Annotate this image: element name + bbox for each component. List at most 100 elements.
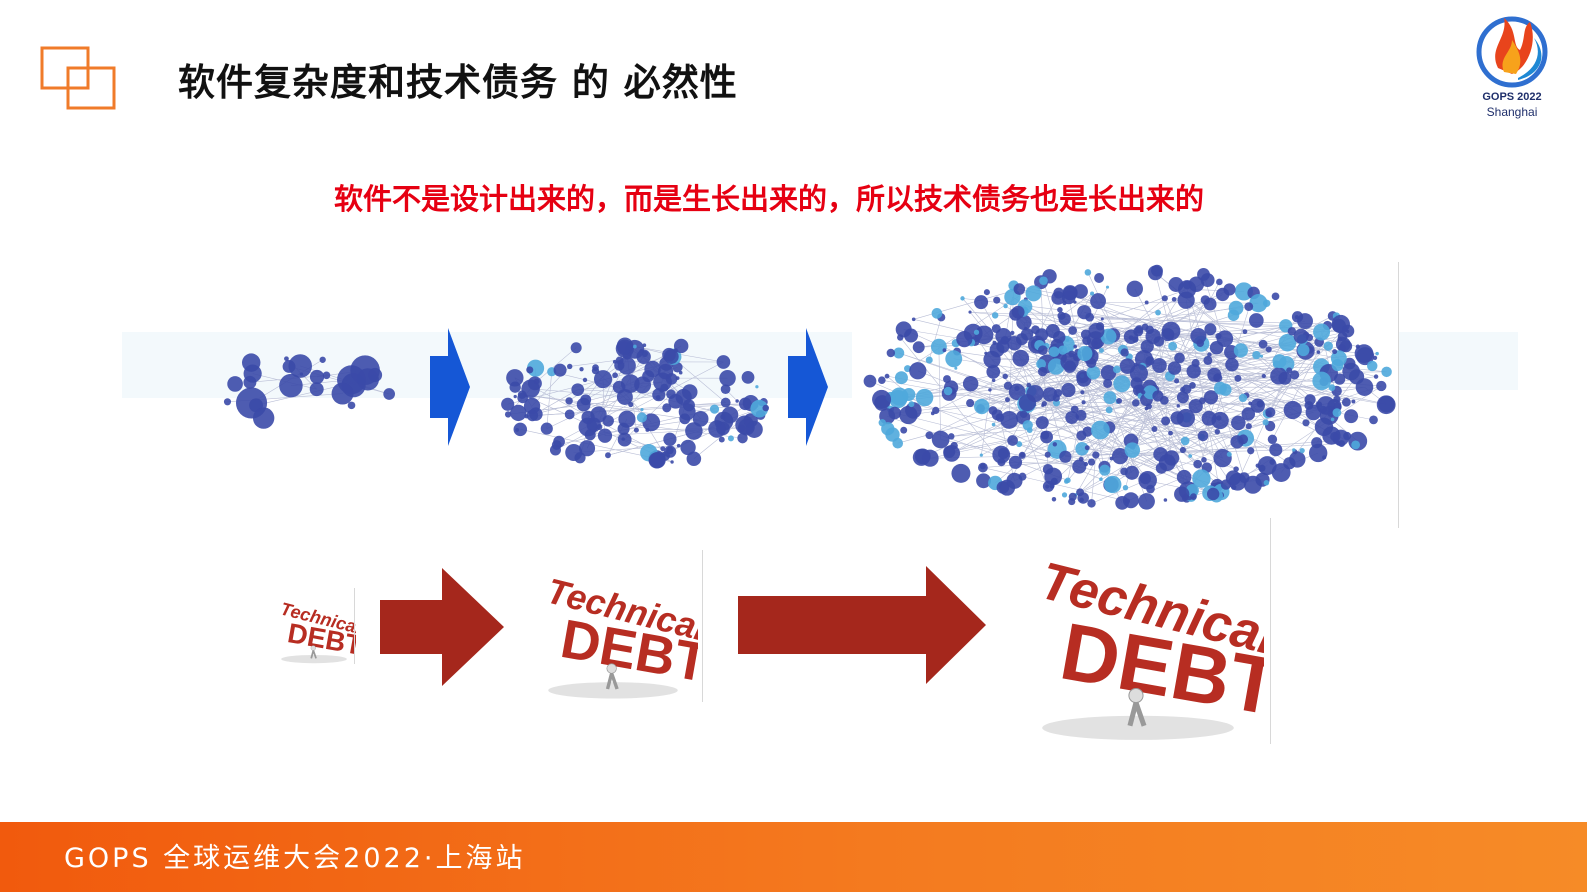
network-node — [943, 386, 953, 396]
network-node — [665, 373, 678, 385]
divider-line — [702, 550, 703, 702]
network-node — [1265, 407, 1276, 418]
technical-debt-image-small: Technical DEBT — [272, 590, 356, 666]
network-node — [284, 356, 289, 362]
network-node — [1010, 330, 1015, 335]
network-node — [597, 428, 613, 443]
network-node — [1044, 451, 1051, 458]
network-node — [510, 404, 527, 422]
network-node — [682, 384, 698, 400]
network-node — [900, 426, 908, 434]
network-node — [1168, 341, 1178, 351]
network-edge — [938, 346, 941, 440]
network-node — [1200, 295, 1210, 305]
network-node — [685, 422, 703, 440]
network-node — [663, 349, 679, 364]
network-node — [1271, 463, 1291, 482]
network-node — [540, 422, 553, 435]
network-node — [1134, 349, 1154, 369]
network-node — [995, 413, 1005, 422]
network-node — [673, 338, 689, 354]
network-node — [1373, 374, 1379, 379]
network-node — [288, 354, 312, 378]
network-node — [735, 399, 739, 403]
brand-year-label: GOPS 2022 — [1482, 91, 1542, 103]
network-node — [1019, 452, 1025, 458]
network-node — [1068, 326, 1077, 335]
network-node — [1090, 420, 1110, 440]
network-node — [1109, 456, 1114, 461]
network-node — [915, 388, 934, 407]
network-node — [881, 422, 895, 436]
network-node — [1084, 445, 1090, 451]
network-edge — [607, 414, 761, 456]
network-node — [1113, 365, 1121, 374]
network-node — [1174, 378, 1180, 384]
network-node — [579, 367, 584, 372]
network-node — [1145, 325, 1154, 334]
footer-bar — [0, 822, 1587, 892]
network-node — [1061, 492, 1068, 498]
network-node — [1167, 361, 1182, 375]
network-node — [1013, 283, 1026, 295]
network-node — [243, 375, 257, 389]
network-node — [1059, 450, 1072, 463]
network-node — [1085, 312, 1095, 322]
subtitle: 软件不是设计出来的，而是生长出来的，所以技术债务也是长出来的 — [333, 182, 1204, 216]
network-node — [1026, 382, 1032, 388]
network-node — [974, 325, 994, 345]
network-node — [745, 420, 763, 438]
network-node — [1035, 416, 1049, 430]
network-node — [347, 401, 356, 410]
network-node — [1174, 352, 1185, 364]
network-node — [632, 344, 637, 349]
network-node — [383, 388, 395, 400]
network-edge — [913, 288, 1020, 320]
network-node — [1094, 273, 1105, 283]
network-node — [1245, 423, 1252, 430]
network-node — [565, 443, 583, 462]
network-node — [1351, 440, 1361, 450]
network-node — [1122, 484, 1129, 491]
network-node — [1063, 478, 1069, 484]
network-edge — [1008, 285, 1014, 420]
network-node — [1297, 343, 1310, 357]
network-node — [1190, 493, 1197, 500]
network-edge — [1185, 300, 1220, 486]
network-node — [567, 363, 573, 370]
network-node — [1344, 409, 1359, 424]
network-node — [1269, 459, 1275, 465]
network-node — [943, 445, 956, 458]
network-node — [1151, 426, 1158, 432]
network-node — [1250, 398, 1265, 413]
network-node — [1012, 349, 1030, 367]
network-node — [678, 403, 696, 421]
network-node — [1100, 328, 1117, 345]
network-edge — [1075, 330, 1172, 495]
network-node — [720, 384, 731, 395]
network-node — [738, 397, 752, 411]
network-node — [670, 460, 674, 464]
network-node — [1111, 448, 1129, 465]
network-node — [1332, 429, 1350, 446]
network-node — [1103, 391, 1117, 405]
network-node — [1213, 448, 1232, 468]
network-node — [1153, 336, 1165, 347]
network-node — [721, 406, 739, 424]
network-edge — [602, 379, 606, 436]
network-edge — [951, 400, 1165, 437]
network-node — [1225, 357, 1239, 372]
network-node — [1105, 406, 1113, 414]
network-node — [1376, 395, 1396, 415]
network-node — [942, 348, 947, 353]
network-node — [905, 402, 922, 419]
network-node — [1002, 373, 1008, 380]
network-node — [1209, 340, 1224, 355]
network-node — [617, 432, 632, 447]
network-node — [908, 401, 915, 408]
slide-title: 软件复杂度和技术债务 的 必然性 — [178, 61, 738, 104]
network-node — [1305, 404, 1322, 421]
network-node — [1233, 343, 1248, 358]
network-node — [1058, 345, 1068, 355]
network-node — [1311, 437, 1323, 449]
